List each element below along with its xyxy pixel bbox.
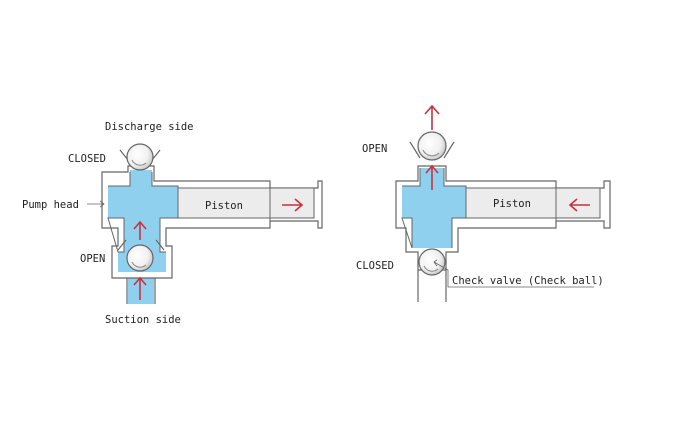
pump-head-fluid [108,170,178,272]
pump-head-fluid-right [402,168,466,248]
discharge-check-ball [126,143,154,171]
right-closed-label: CLOSED [356,260,394,272]
right-open-label: OPEN [362,143,387,155]
left-piston-label: Piston [205,200,243,212]
left-closed-label: CLOSED [68,153,106,165]
piston-right [465,187,601,219]
right-piston-label: Piston [493,198,531,210]
suction-stroke-diagram: Discharge side CLOSED Pump head OPEN Suc… [22,121,323,326]
pump-head-label: Pump head [22,199,79,211]
left-open-label: OPEN [80,253,105,265]
piston [177,187,315,219]
discharge-flow-arrows [424,104,590,212]
discharge-stroke-diagram: OPEN CLOSED Piston Check valve (Check ba… [356,104,611,302]
suction-flow-arrows [133,198,304,300]
check-valve-label: Check valve (Check ball) [452,275,604,287]
suction-side-label: Suction side [105,314,181,326]
discharge-side-label: Discharge side [105,121,194,133]
